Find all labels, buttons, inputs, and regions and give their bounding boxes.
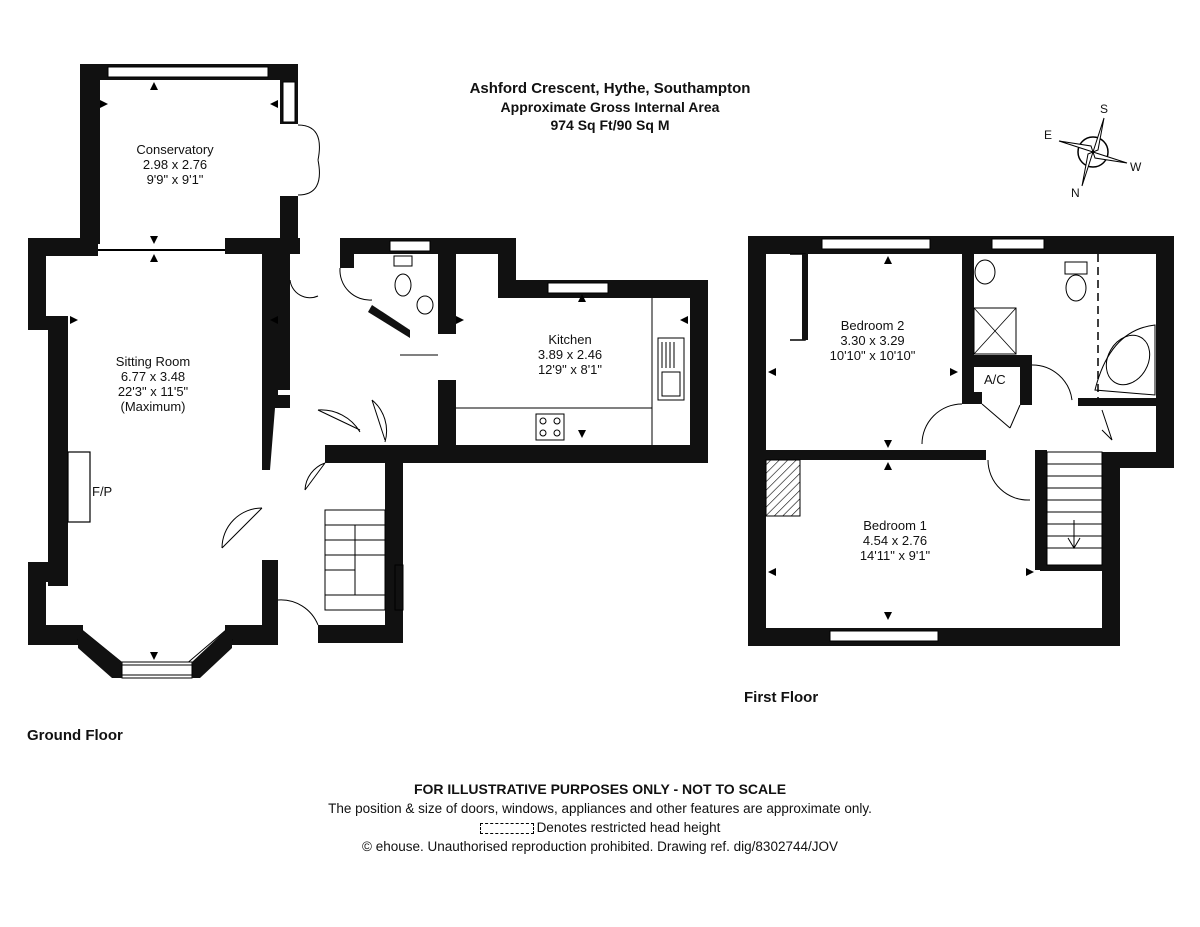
sitting-room-walls bbox=[28, 238, 300, 645]
bedroom1-door bbox=[987, 459, 1031, 501]
compass-s-label: S bbox=[1100, 102, 1109, 116]
legend-text: Denotes restricted head height bbox=[536, 820, 721, 835]
copyright: © ehouse. Unauthorised reproduction proh… bbox=[362, 839, 838, 854]
room-name: Bedroom 1 bbox=[863, 518, 927, 533]
restricted-area-hatch bbox=[765, 459, 801, 517]
compass-rose bbox=[1058, 117, 1128, 187]
french-doors bbox=[297, 124, 320, 196]
kitchen-label: Kitchen 3.89 x 2.46 12'9" x 8'1" bbox=[520, 332, 620, 377]
conservatory-label: Conservatory 2.98 x 2.76 9'9" x 9'1" bbox=[125, 142, 225, 187]
conservatory-window bbox=[107, 66, 269, 78]
bedroom2-label: Bedroom 2 3.30 x 3.29 10'10" x 10'10" bbox=[815, 318, 930, 363]
cloakroom-window bbox=[389, 240, 431, 252]
cloakroom-door bbox=[317, 409, 361, 433]
hall-door bbox=[289, 279, 319, 299]
sitting-room-label: Sitting Room 6.77 x 3.48 22'3" x 11'5" (… bbox=[103, 354, 203, 414]
room-name: Kitchen bbox=[548, 332, 592, 347]
room-imperial: 9'9" x 9'1" bbox=[146, 172, 204, 187]
airing-cupboard bbox=[974, 367, 1020, 392]
area-value: 974 Sq Ft/90 Sq M bbox=[550, 117, 670, 133]
first-floor-plan bbox=[748, 236, 1174, 646]
ground-floor-label: Ground Floor bbox=[27, 727, 123, 744]
bay-wall-left bbox=[78, 630, 122, 678]
kitchen-door bbox=[371, 399, 388, 443]
bathroom-basin-icon bbox=[974, 259, 996, 285]
room-metric: 2.98 x 2.76 bbox=[142, 157, 208, 172]
compass-e-label: E bbox=[1044, 128, 1053, 142]
area-label: Approximate Gross Internal Area bbox=[500, 99, 720, 115]
plan-footer: FOR ILLUSTRATIVE PURPOSES ONLY - NOT TO … bbox=[200, 780, 1000, 856]
room-imperial: 10'10" x 10'10" bbox=[829, 348, 916, 363]
first-floor-walls bbox=[748, 236, 1174, 646]
ground-dimension-arrows bbox=[70, 82, 688, 660]
airing-cupboard-label: A/C bbox=[984, 372, 1006, 387]
dashed-legend-icon bbox=[479, 822, 534, 834]
bedroom2-door bbox=[921, 403, 963, 445]
room-imperial: 22'3" x 11'5" bbox=[117, 384, 189, 399]
first-dimension-arrows bbox=[768, 256, 1034, 620]
understairs-door bbox=[304, 462, 326, 491]
compass-w-label: W bbox=[1130, 160, 1142, 174]
kitchen-window bbox=[547, 282, 609, 294]
sitting-room-door bbox=[221, 507, 263, 549]
bathroom-wc-cistern bbox=[1064, 261, 1088, 275]
room-metric: 3.89 x 2.46 bbox=[537, 347, 603, 362]
fireplace-label: F/P bbox=[92, 484, 113, 499]
ground-stairs bbox=[324, 509, 404, 611]
room-metric: 3.30 x 3.29 bbox=[840, 333, 905, 348]
hob-icon bbox=[535, 413, 565, 441]
bedroom1-window bbox=[829, 630, 939, 642]
plan-header: Ashford Crescent, Hythe, Southampton App… bbox=[410, 80, 810, 134]
room-name: Bedroom 2 bbox=[840, 318, 905, 333]
first-stairs bbox=[1046, 451, 1103, 566]
cloakroom-basin-icon bbox=[416, 295, 434, 315]
conservatory-side-window bbox=[282, 81, 296, 123]
wardrobe-wall bbox=[802, 254, 808, 340]
bedroom2-window bbox=[821, 238, 931, 250]
front-door bbox=[277, 599, 319, 626]
room-imperial: 12'9" x 8'1" bbox=[537, 362, 603, 377]
room-metric: 6.77 x 3.48 bbox=[120, 369, 186, 384]
restricted-legend: Denotes restricted head height bbox=[200, 818, 1000, 837]
bay-front-window bbox=[121, 664, 193, 676]
hallway-walls bbox=[262, 240, 708, 643]
room-imperial: 14'11" x 9'1" bbox=[859, 548, 931, 563]
approximation-note: The position & size of doors, windows, a… bbox=[328, 801, 872, 816]
bedroom1-label: Bedroom 1 4.54 x 2.76 14'11" x 9'1" bbox=[845, 518, 945, 563]
bathroom-wc-icon bbox=[1065, 274, 1087, 302]
room-name: Sitting Room bbox=[115, 354, 191, 369]
ground-wc-icon bbox=[394, 273, 412, 297]
first-floor-label: First Floor bbox=[744, 689, 819, 706]
ground-wc-cistern bbox=[393, 255, 413, 267]
bathroom-window bbox=[991, 238, 1045, 250]
wc-door bbox=[339, 267, 373, 301]
room-name: Conservatory bbox=[136, 142, 214, 157]
ground-floor-plan bbox=[28, 64, 708, 679]
room-note: (Maximum) bbox=[120, 399, 186, 414]
disclaimer: FOR ILLUSTRATIVE PURPOSES ONLY - NOT TO … bbox=[413, 781, 787, 797]
bathroom-door bbox=[1031, 364, 1073, 401]
bay-wall-right bbox=[192, 630, 232, 678]
room-metric: 4.54 x 2.76 bbox=[862, 533, 928, 548]
compass-n-label: N bbox=[1071, 186, 1080, 200]
landing-cupboard-door bbox=[1101, 409, 1113, 441]
address-title: Ashford Crescent, Hythe, Southampton bbox=[469, 80, 751, 97]
airing-cupboard-door bbox=[981, 403, 1021, 429]
fireplace bbox=[67, 451, 91, 523]
